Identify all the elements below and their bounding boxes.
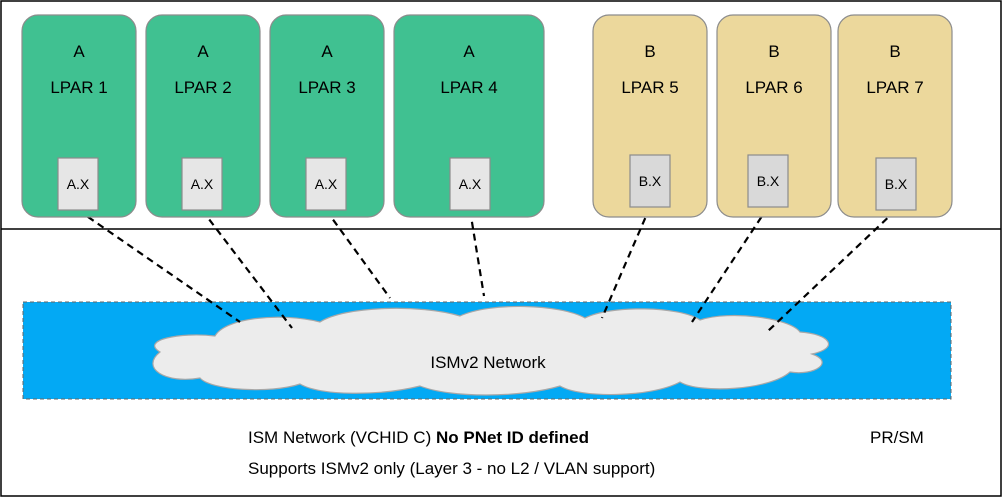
footer-line-1: ISM Network (VCHID C) No PNet ID defined	[248, 428, 589, 448]
footer-line-1-prefix: ISM Network (VCHID C)	[248, 428, 436, 447]
port-box	[875, 157, 917, 211]
lpar-box	[716, 14, 832, 218]
lpar-group-label: A	[463, 42, 475, 61]
lpar-name: LPAR 2	[174, 78, 231, 97]
lpar-group-label: A	[197, 42, 209, 61]
footer-line-1-bold: No PNet ID defined	[435, 428, 589, 447]
port-box	[181, 157, 223, 211]
port-label: A.X	[67, 176, 90, 192]
lpar-group-label: A	[73, 42, 85, 61]
connector-line	[325, 209, 391, 299]
lpar-name: LPAR 6	[745, 78, 802, 97]
port-box	[57, 157, 99, 211]
lpar-3: A LPAR 3 A.X	[269, 14, 385, 218]
connection-lines	[77, 206, 897, 332]
lpar-group-label: B	[644, 42, 655, 61]
lpar-7: B LPAR 7 B.X	[837, 14, 953, 218]
lpar-box	[21, 14, 137, 218]
lpar-group-label: A	[321, 42, 333, 61]
connector-line	[77, 209, 241, 323]
lpar-group-label: B	[889, 42, 900, 61]
connector-line	[600, 206, 652, 319]
lpar-1: A LPAR 1 A.X	[21, 14, 137, 218]
connector-line	[691, 206, 769, 323]
lpar-box	[145, 14, 261, 218]
connector-line	[468, 209, 486, 297]
lpar-name: LPAR 7	[866, 78, 923, 97]
lpar-row: A LPAR 1 A.X A LPAR 2 A.X A LPAR 3 A.X A LPAR 4 A.X…	[21, 14, 953, 218]
lpar-box	[837, 14, 953, 218]
port-label: A.X	[315, 176, 338, 192]
port-label: B.X	[885, 176, 908, 192]
port-label: B.X	[639, 173, 662, 189]
network-label: ISMv2 Network	[430, 353, 546, 372]
port-label: B.X	[757, 173, 780, 189]
network-cloud	[152, 305, 829, 396]
lpar-name: LPAR 1	[50, 78, 107, 97]
port-box	[747, 154, 789, 208]
port-box	[629, 154, 671, 208]
port-box	[449, 157, 491, 211]
lpar-name: LPAR 5	[621, 78, 678, 97]
lpar-name: LPAR 3	[298, 78, 355, 97]
port-label: A.X	[459, 176, 482, 192]
lpar-group-label: B	[768, 42, 779, 61]
lpar-box	[592, 14, 708, 218]
footer-line-2: Supports ISMv2 only (Layer 3 - no L2 / V…	[248, 459, 656, 478]
port-box	[305, 157, 347, 211]
lpar-5: B LPAR 5 B.X	[592, 14, 708, 218]
lpar-name: LPAR 4	[440, 78, 497, 97]
lpar-box	[393, 14, 545, 218]
lpar-6: B LPAR 6 B.X	[716, 14, 832, 218]
lpar-box	[269, 14, 385, 218]
lpar-4: A LPAR 4 A.X	[393, 14, 545, 218]
port-label: A.X	[191, 176, 214, 192]
connector-line	[767, 209, 897, 332]
platform-label: PR/SM	[870, 428, 924, 447]
lpar-2: A LPAR 2 A.X	[145, 14, 261, 218]
connector-line	[201, 209, 293, 329]
